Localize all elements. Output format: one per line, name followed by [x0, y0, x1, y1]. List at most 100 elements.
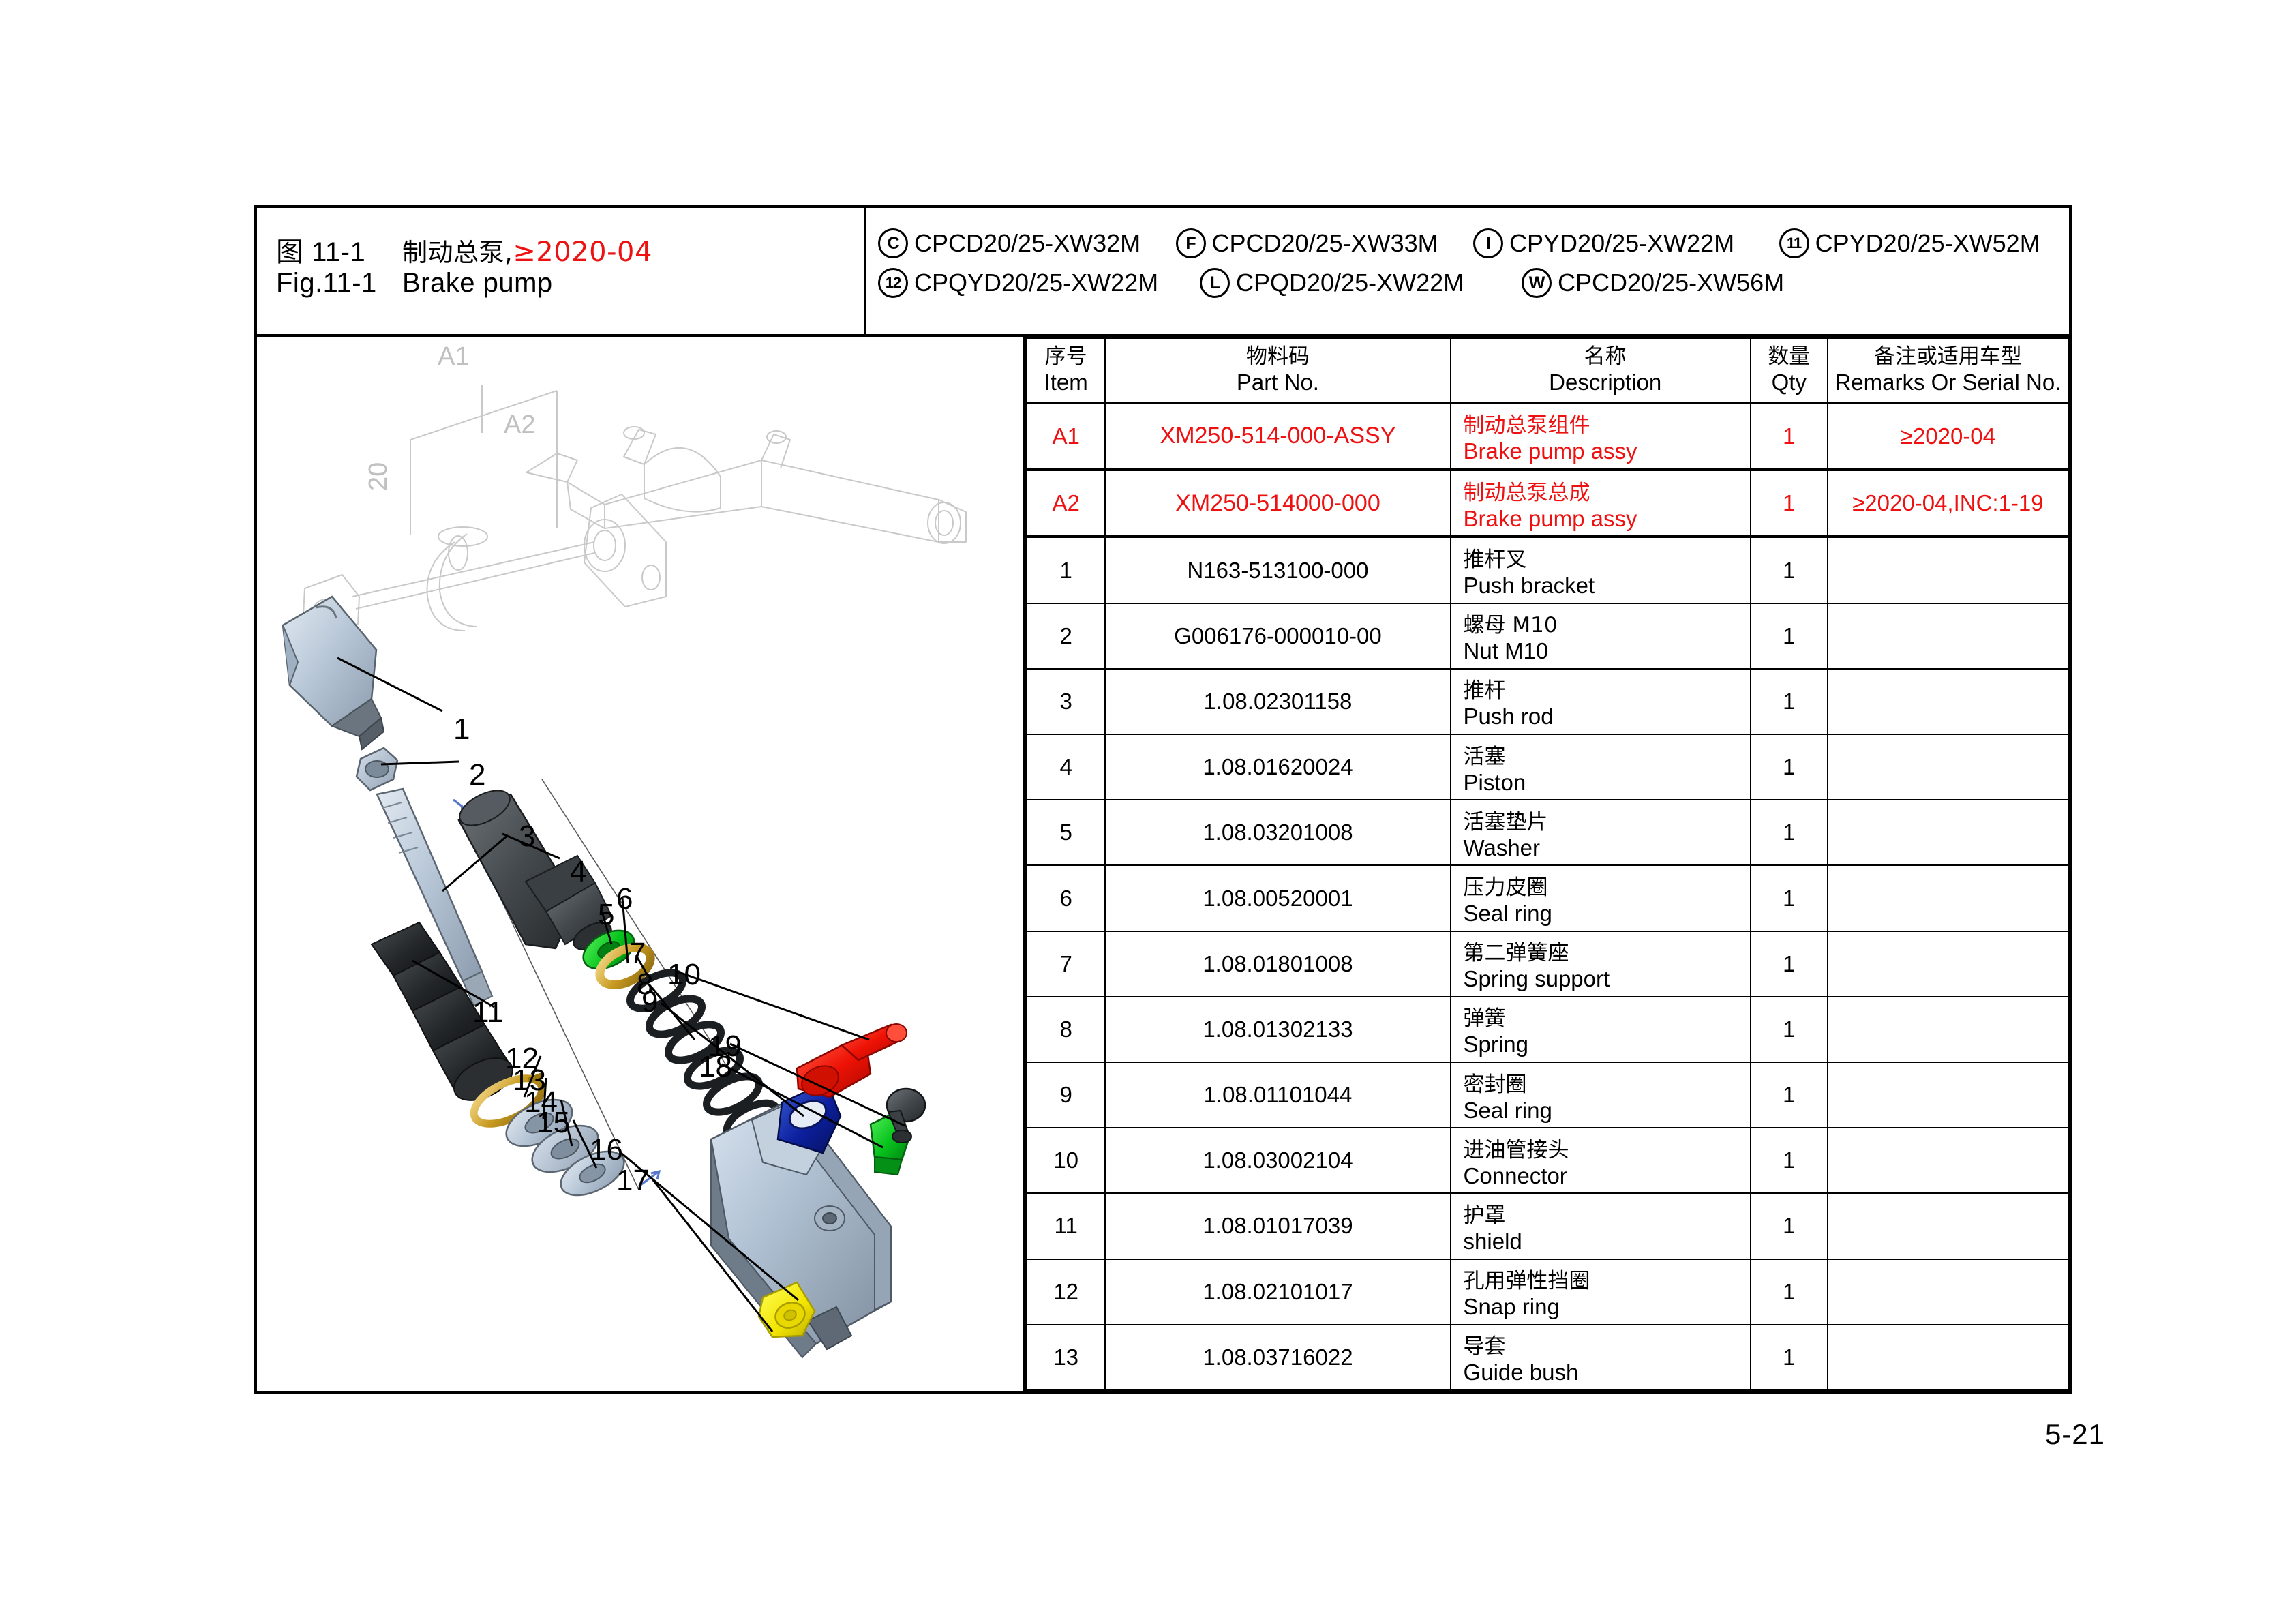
model-entry-3: 11 CPYD20/25-XW52M: [1779, 228, 2069, 258]
cell-description-cn: 推杆: [1463, 678, 1506, 704]
cell-item: 1: [1026, 536, 1106, 604]
figure-title-date: ≥2020-04: [513, 237, 652, 268]
cell-part-no: 1.08.02301158: [1104, 667, 1451, 736]
callout-10: 10: [667, 958, 701, 991]
cell-remarks: [1826, 1192, 2069, 1260]
model-entry-5: L CPQD20/25-XW22M: [1200, 268, 1522, 298]
cell-item: A2: [1026, 468, 1106, 539]
model-entry-6: W CPCD20/25-XW56M: [1522, 268, 1852, 298]
header-remarks-cn: 备注或适用车型: [1873, 344, 2022, 369]
cell-item: 7: [1026, 930, 1106, 997]
header-part-no: 物料码 Part No.: [1104, 337, 1451, 404]
part-17-yellow-plug: [757, 1281, 816, 1338]
header-remarks: 备注或适用车型 Remarks Or Serial No.: [1826, 337, 2069, 404]
cell-remarks: [1826, 1323, 2069, 1391]
cell-item: 3: [1026, 667, 1106, 736]
header-item-en: Item: [1044, 369, 1088, 395]
cell-description-cn: 压力皮圈: [1463, 875, 1548, 901]
cell-part-no: 1.08.03716022: [1104, 1323, 1451, 1391]
cell-qty: 1: [1749, 1258, 1828, 1325]
model-entry-4: 12 CPQYD20/25-XW22M: [878, 268, 1200, 298]
cell-item: 10: [1026, 1127, 1106, 1194]
cell-item: 12: [1026, 1258, 1106, 1325]
parts-table-panel: 序号 Item 物料码 Part No. 名称 Description 数量: [1026, 337, 2069, 1391]
cell-description-en: Snap ring: [1463, 1294, 1560, 1320]
callout-18: 18: [699, 1050, 732, 1083]
cell-item: 5: [1026, 799, 1106, 867]
cell-description-en: Brake pump assy: [1463, 505, 1637, 531]
part-6-seal-ring-gold: [595, 943, 655, 989]
callout-1: 1: [453, 712, 470, 746]
cell-qty: 1: [1749, 1192, 1828, 1260]
cell-item: 13: [1026, 1323, 1106, 1391]
cell-qty: 1: [1749, 995, 1828, 1064]
callout-6: 6: [616, 882, 633, 916]
header-qty-en: Qty: [1771, 369, 1807, 395]
cell-remarks: ≥2020-04: [1826, 402, 2069, 471]
part-1-push-bracket: [282, 595, 385, 751]
cell-qty: 1: [1749, 799, 1828, 867]
part-2-nut: [355, 747, 399, 792]
cell-qty: 1: [1749, 402, 1828, 471]
cell-description-en: Spring support: [1463, 966, 1610, 992]
cell-description-en: Seal ring: [1463, 901, 1552, 927]
model-mark-icon: I: [1473, 228, 1504, 258]
callout-11: 11: [472, 995, 504, 1029]
cell-description-cn: 推杆叉: [1463, 547, 1527, 573]
page-number: 5-21: [2044, 1418, 2105, 1450]
inset-label-a1: A1: [438, 342, 469, 371]
callout-12: 12: [505, 1042, 539, 1075]
part-3-push-rod: [376, 787, 494, 1007]
header-item-cn: 序号: [1044, 344, 1087, 369]
cell-remarks: [1826, 930, 2069, 997]
header-item: 序号 Item: [1026, 337, 1106, 404]
part-4-piston: [457, 790, 613, 950]
model-row-2: 12 CPQYD20/25-XW22M L CPQD20/25-XW22M W …: [878, 265, 2069, 301]
model-code: CPYD20/25-XW52M: [1815, 229, 2040, 257]
part-10-connector-red: [796, 1023, 907, 1098]
cell-description-en: Seal ring: [1463, 1097, 1552, 1123]
cell-qty: 1: [1749, 1127, 1828, 1194]
cell-description-cn: 活塞: [1463, 744, 1506, 769]
cell-qty: 1: [1749, 930, 1828, 997]
cell-qty: 1: [1749, 734, 1828, 801]
model-row-1: C CPCD20/25-XW32M F CPCD20/25-XW33M I CP…: [878, 226, 2069, 261]
cell-qty: 1: [1749, 1323, 1828, 1391]
callout-5: 5: [598, 898, 615, 931]
cell-qty: 1: [1749, 602, 1828, 670]
cell-description-cn: 弹簧: [1463, 1006, 1506, 1032]
figure-title-cn-text: 制动总泵,: [402, 238, 513, 267]
cell-item: 4: [1026, 734, 1106, 801]
cell-description-cn: 密封圈: [1463, 1072, 1527, 1097]
part-15-washer: [560, 1150, 625, 1197]
header-description: 名称 Description: [1449, 337, 1751, 404]
cell-description-cn: 制动总泵总成: [1463, 480, 1590, 505]
model-code: CPCD20/25-XW56M: [1558, 269, 1785, 297]
cell-item: 2: [1026, 602, 1106, 670]
callout-16: 16: [590, 1133, 623, 1167]
exploded-drawing-panel: A1 A2 20: [257, 337, 1026, 1391]
part-19-bolt: [886, 1087, 926, 1143]
cell-qty: 1: [1749, 1062, 1828, 1129]
model-entry-2: I CPYD20/25-XW22M: [1473, 228, 1779, 258]
cell-description-cn: 护罩: [1463, 1203, 1506, 1228]
callout-19: 19: [708, 1029, 742, 1063]
cell-part-no: 1.08.02101017: [1104, 1258, 1451, 1325]
cell-part-no: 1.08.01620024: [1104, 734, 1451, 801]
cell-item: 11: [1026, 1192, 1106, 1260]
model-mark-icon: W: [1522, 268, 1552, 298]
